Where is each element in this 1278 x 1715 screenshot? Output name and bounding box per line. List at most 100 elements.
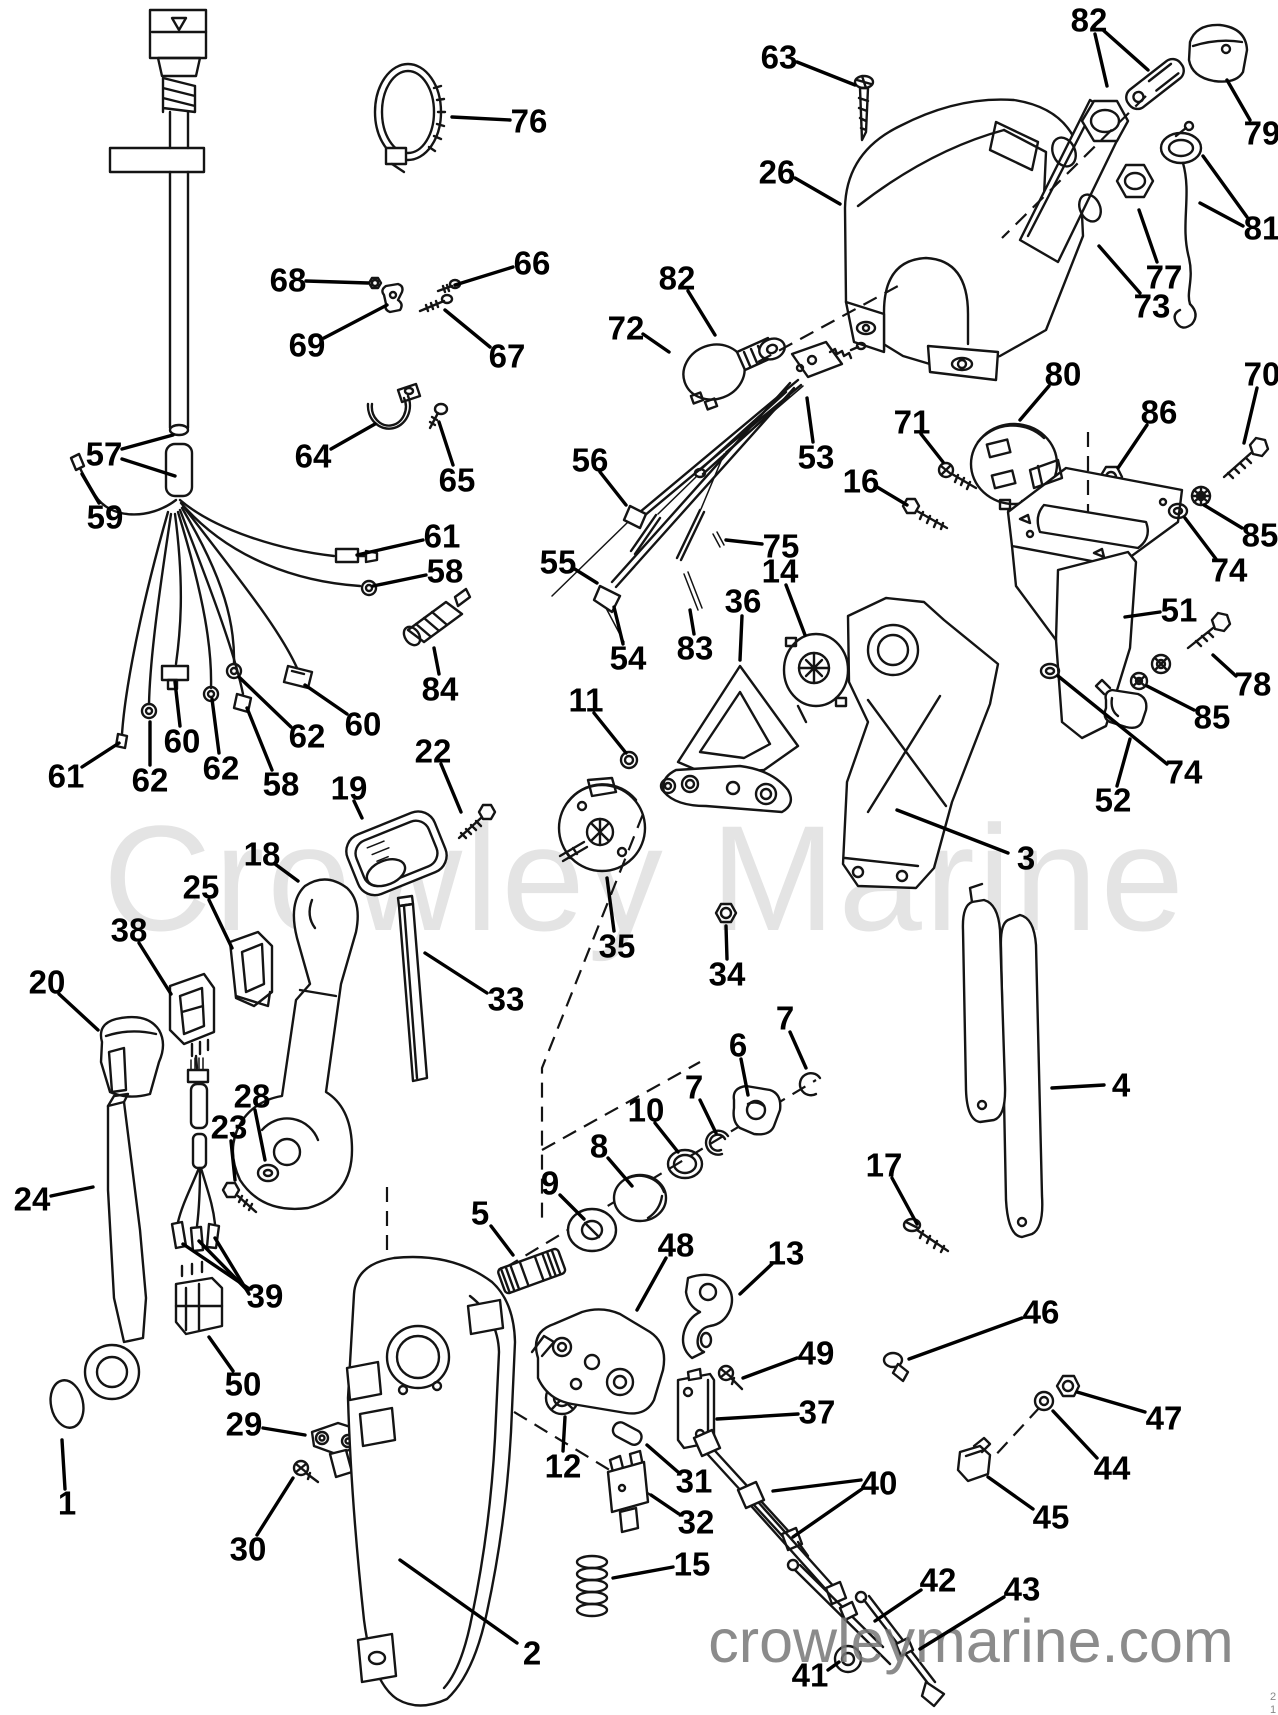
- callout-number-47: 47: [1146, 1400, 1183, 1437]
- part-82-ignition-switch: [682, 336, 786, 411]
- part-46-screw: [882, 1351, 910, 1383]
- part-44-washer: [1033, 1390, 1055, 1412]
- callout-number-36: 36: [725, 583, 762, 620]
- part-22-screw: [457, 803, 497, 840]
- callout-leader-69: [322, 303, 389, 340]
- callout-number-80: 80: [1045, 356, 1082, 393]
- callout-leader-18: [273, 862, 300, 883]
- part-48-gear-bracket: [530, 1308, 666, 1415]
- callout-leader-57: [120, 433, 175, 451]
- part-3-side-bracket: [841, 596, 1000, 890]
- callout-number-23: 23: [211, 1109, 248, 1146]
- callout-leader-31: [645, 1443, 680, 1474]
- callout-number-24: 24: [14, 1181, 51, 1218]
- part-37-49-switch-screw: [676, 1364, 744, 1450]
- callout-number-72: 72: [608, 310, 645, 347]
- part-15-spring: [575, 1554, 609, 1618]
- callout-leader-59: [80, 472, 101, 505]
- callout-number-61: 61: [48, 758, 85, 795]
- callout-leader-22: [439, 762, 463, 814]
- callout-leader-47: [1075, 1390, 1147, 1414]
- part-53-switch-assembly: [790, 340, 867, 379]
- callout-number-58: 58: [263, 766, 300, 803]
- callout-leader-48: [635, 1256, 668, 1312]
- callout-leader-34: [724, 924, 729, 961]
- callout-leader-40: [771, 1478, 863, 1493]
- callout-number-85: 85: [1194, 699, 1231, 736]
- part-9-washer: [566, 1207, 618, 1253]
- callout-number-10: 10: [628, 1092, 665, 1129]
- part-84-connector-plug: [402, 587, 472, 647]
- callout-leader-2: [398, 1558, 519, 1645]
- part-7-retaining-rings: [704, 1072, 822, 1156]
- callout-leader-68: [304, 279, 370, 285]
- part-20-knob: [99, 1015, 165, 1098]
- callout-leader-65: [437, 420, 455, 467]
- callout-leader-56: [598, 470, 628, 507]
- callout-leader-82: [686, 289, 717, 337]
- callout-leader-37: [715, 1412, 800, 1421]
- callout-leader-7: [698, 1098, 718, 1135]
- callout-leader-81: [1201, 154, 1249, 219]
- callout-number-25: 25: [183, 869, 220, 906]
- callout-leader-60: [303, 683, 349, 716]
- callout-number-9: 9: [541, 1165, 559, 1202]
- callout-leader-79: [1225, 78, 1252, 122]
- part-76-cable-tie: [373, 62, 447, 174]
- part-45-clip: [956, 1436, 992, 1483]
- callout-leader-7: [788, 1030, 808, 1070]
- callout-number-66: 66: [514, 245, 551, 282]
- callout-number-82: 82: [1071, 2, 1108, 39]
- callout-number-13: 13: [768, 1235, 805, 1272]
- callout-number-8: 8: [590, 1128, 608, 1165]
- part-79-knob: [1187, 23, 1249, 83]
- callout-leader-62: [210, 697, 221, 755]
- callout-number-43: 43: [1004, 1571, 1041, 1608]
- callout-leader-51: [1123, 610, 1162, 619]
- callout-leader-44: [1051, 1409, 1099, 1460]
- callout-number-76: 76: [511, 103, 548, 140]
- callout-number-61: 61: [424, 518, 461, 555]
- callout-leader-42: [873, 1588, 923, 1623]
- callout-number-46: 46: [1023, 1294, 1060, 1331]
- callout-number-51: 51: [1161, 592, 1198, 629]
- callout-number-74: 74: [1166, 754, 1203, 791]
- callout-number-30: 30: [230, 1531, 267, 1568]
- part-42-43-41-links: [786, 1558, 946, 1708]
- part-77-nut: [1115, 163, 1155, 199]
- part-52-clamp: [1094, 678, 1148, 730]
- callout-number-70: 70: [1244, 356, 1278, 393]
- callout-number-42: 42: [920, 1562, 957, 1599]
- callout-number-4: 4: [1112, 1067, 1131, 1104]
- callout-number-82: 82: [659, 260, 696, 297]
- callout-number-71: 71: [894, 404, 931, 441]
- callout-number-5: 5: [471, 1195, 489, 1232]
- callout-leader-14: [784, 583, 807, 637]
- callout-leader-58: [245, 706, 274, 772]
- part-34-nut: [714, 902, 738, 924]
- part-31-pin: [611, 1421, 643, 1446]
- callout-number-19: 19: [331, 770, 368, 807]
- callout-leader-33: [423, 951, 489, 995]
- callout-number-34: 34: [709, 956, 746, 993]
- callout-number-75: 75: [763, 528, 800, 565]
- callout-leader-54: [612, 605, 625, 646]
- callout-leader-81: [1198, 201, 1245, 228]
- callout-leader-77: [1137, 208, 1159, 264]
- callout-leader-19: [352, 799, 364, 820]
- callout-leader-39: [197, 1239, 250, 1293]
- part-shift-arm: [659, 764, 793, 814]
- part-70-74-85-upper-hardware: [1167, 436, 1270, 520]
- callout-leader-32: [649, 1493, 681, 1516]
- callout-number-15: 15: [674, 1546, 711, 1583]
- part-19-grip-cover: [345, 810, 448, 897]
- callout-leader-29: [261, 1426, 307, 1437]
- callout-number-14: 14: [762, 553, 799, 590]
- callout-number-40: 40: [861, 1465, 898, 1502]
- part-13-hook-plate: [681, 1273, 734, 1360]
- callout-number-44: 44: [1094, 1450, 1131, 1487]
- callout-leader-63: [795, 60, 857, 87]
- callout-number-86: 86: [1141, 394, 1178, 431]
- callout-number-62: 62: [132, 762, 169, 799]
- callout-number-6: 6: [729, 1027, 747, 1064]
